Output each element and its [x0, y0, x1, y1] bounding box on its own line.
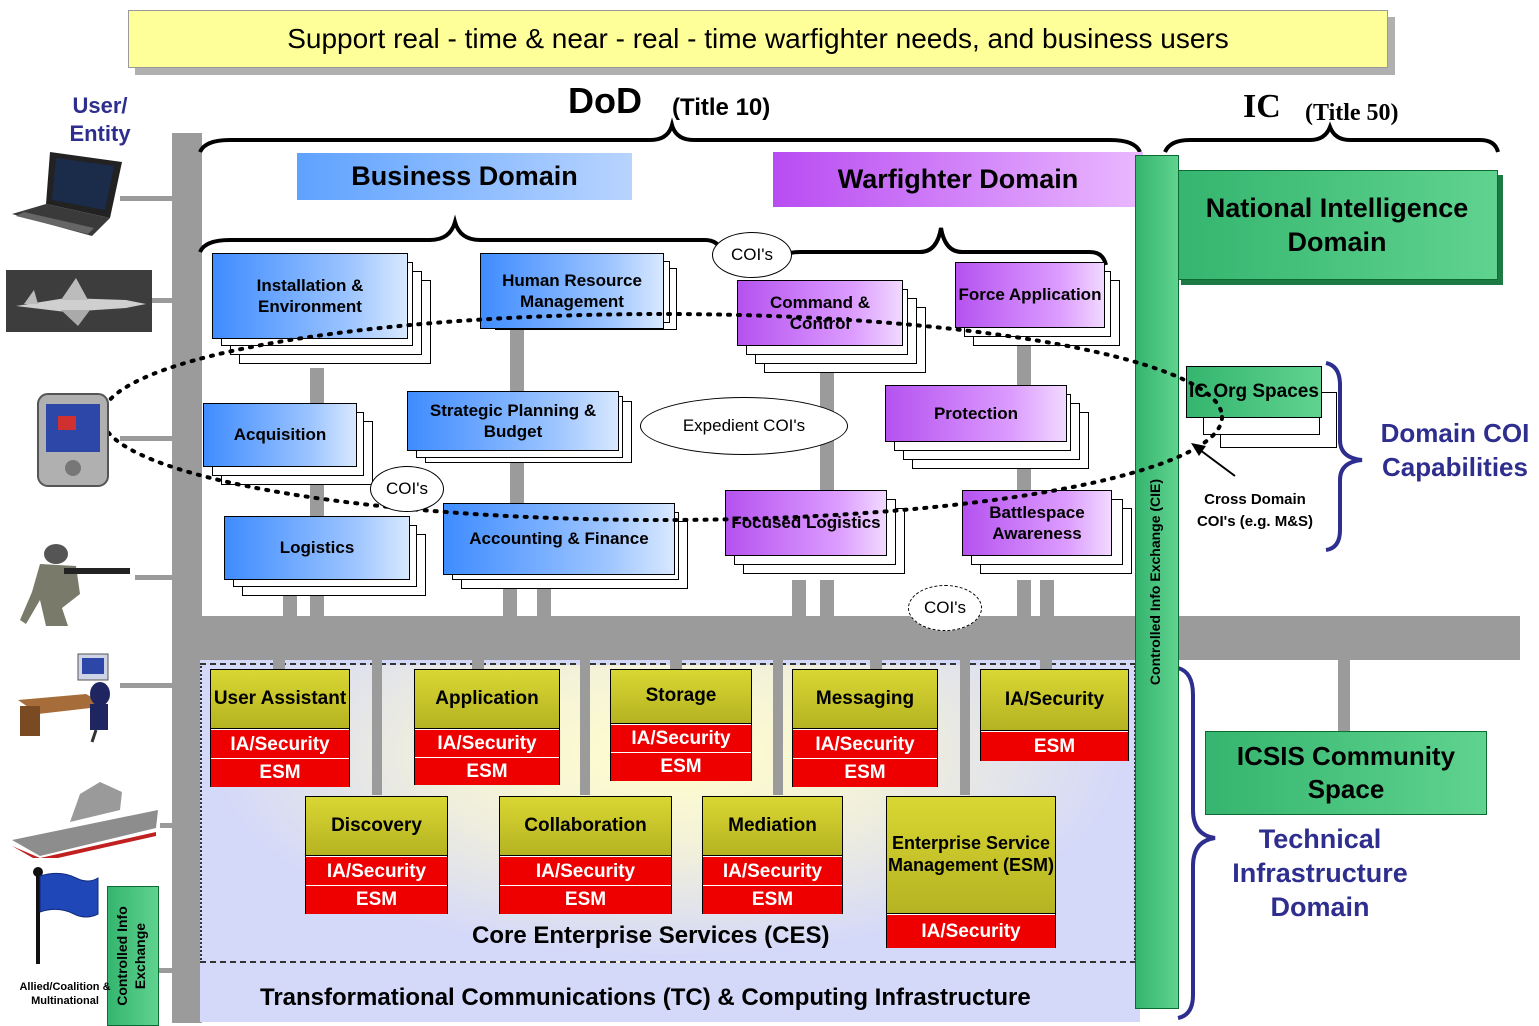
- installation-box: Installation & Environment: [212, 253, 408, 339]
- ia-security-label: IA/Security: [500, 856, 671, 886]
- logistics-box: Logistics: [224, 516, 410, 580]
- soldier-icon: [20, 544, 130, 626]
- pda-icon: [37, 393, 109, 487]
- ia-security-label: IA/Security: [211, 729, 349, 759]
- workstation-icon: [18, 653, 110, 743]
- user-assistant-label: User Assistant: [211, 670, 349, 729]
- force-box: Force Application: [955, 262, 1105, 328]
- ia-security-label: IA/Security: [793, 729, 937, 759]
- banner: Support real - time & near - real - time…: [128, 10, 1388, 68]
- coi-oval-bottom: COI's: [908, 585, 982, 631]
- ia-security-service: IA/Security ESM: [980, 669, 1129, 761]
- coi-oval-top: COI's: [712, 232, 792, 278]
- collaboration-service: Collaboration IA/Security ESM: [499, 796, 672, 914]
- dod-brace: [198, 117, 1142, 153]
- user-assistant-service: User Assistant IA/Security ESM: [210, 669, 350, 787]
- collaboration-label: Collaboration: [500, 797, 671, 856]
- business-domain-header: Business Domain: [297, 153, 632, 200]
- warfighter-domain-header: Warfighter Domain: [773, 152, 1143, 207]
- mediation-label: Mediation: [703, 797, 842, 856]
- ia-security-label: IA/Security: [611, 724, 751, 753]
- esm-label: ESM: [211, 758, 349, 787]
- cross-domain-label: Cross Domain COI's (e.g. M&S): [1196, 491, 1314, 530]
- ia-security-label: IA/Security: [306, 856, 447, 886]
- esm-label: ESM: [415, 757, 559, 785]
- mediation-service: Mediation IA/Security ESM: [702, 796, 843, 914]
- ia-security-label: IA/Security: [887, 914, 1055, 948]
- technical-label: Technical Infrastructure Domain: [1232, 824, 1408, 922]
- esm-label: ESM: [703, 885, 842, 914]
- ces-label: Core Enterprise Services (CES): [472, 922, 830, 949]
- icsis-label: ICSIS Community Space: [1236, 741, 1456, 804]
- discovery-service: Discovery IA/Security ESM: [305, 796, 448, 914]
- strategic-box: Strategic Planning & Budget: [407, 391, 619, 451]
- ia-security-label: IA/Security: [703, 856, 842, 886]
- discovery-label: Discovery: [306, 797, 447, 856]
- esm-label: ESM: [306, 885, 447, 914]
- banner-text: Support real - time & near - real - time…: [287, 23, 1229, 54]
- application-label: Application: [415, 670, 559, 729]
- storage-service: Storage IA/Security ESM: [610, 669, 752, 781]
- domain-coi-label: Domain COI Capabilities: [1380, 418, 1530, 482]
- battlespace-box: Battlespace Awareness: [962, 490, 1112, 556]
- dod-subtitle: (Title 10): [672, 94, 771, 121]
- focused-box: Focused Logistics: [725, 490, 887, 556]
- expedient-coi-oval: Expedient COI's: [640, 397, 848, 455]
- cie-small-box: Controlled Info Exchange: [107, 886, 159, 1026]
- national-intelligence-domain: National Intelligence Domain: [1176, 170, 1498, 280]
- left-bus: [172, 133, 202, 1023]
- ic-title: IC: [1243, 88, 1281, 125]
- esm-label: ESM: [981, 731, 1128, 761]
- command-box: Command & Control: [737, 280, 903, 346]
- messaging-service: Messaging IA/Security ESM: [792, 669, 938, 787]
- ia-security-label: IA/Security: [415, 729, 559, 758]
- messaging-label: Messaging: [793, 670, 937, 729]
- esm-label: ESM: [500, 885, 671, 914]
- laptop-icon: [12, 152, 122, 236]
- esm-label: ESM: [611, 752, 751, 781]
- application-service: Application IA/Security ESM: [414, 669, 560, 785]
- ic-subtitle: (Title 50): [1305, 100, 1399, 126]
- esm-full-label: Enterprise Service Management (ESM): [887, 797, 1055, 914]
- icsis-box: ICSIS Community Space: [1205, 731, 1487, 815]
- user-entity-label: User/ Entity: [69, 93, 131, 146]
- dod-title: DoD: [568, 80, 642, 121]
- warfighter-domain-label: Warfighter Domain: [837, 164, 1079, 194]
- coi-oval-left: COI's: [370, 466, 444, 512]
- cie-bar: Controlled Info Exchange (CIE): [1135, 155, 1179, 1009]
- national-intel-label: National Intelligence Domain: [1205, 193, 1469, 257]
- ia-security-top-label: IA/Security: [981, 670, 1128, 731]
- accounting-box: Accounting & Finance: [443, 503, 675, 575]
- esm-label: ESM: [793, 758, 937, 787]
- horizontal-bus: [202, 616, 1520, 660]
- storage-label: Storage: [611, 670, 751, 724]
- esm-service: Enterprise Service Management (ESM) IA/S…: [886, 796, 1056, 948]
- tc-label: Transformational Communications (TC) & C…: [260, 984, 1031, 1011]
- ship-icon: [12, 782, 158, 858]
- flag-icon: [33, 867, 99, 964]
- acquisition-box: Acquisition: [203, 403, 357, 467]
- ic-org-box: IC Org Spaces: [1186, 366, 1322, 418]
- aircraft-icon: [6, 270, 152, 332]
- business-domain-label: Business Domain: [351, 161, 578, 191]
- allied-label: Allied/Coalition & Multinational: [19, 981, 111, 1007]
- protection-box: Protection: [885, 385, 1067, 442]
